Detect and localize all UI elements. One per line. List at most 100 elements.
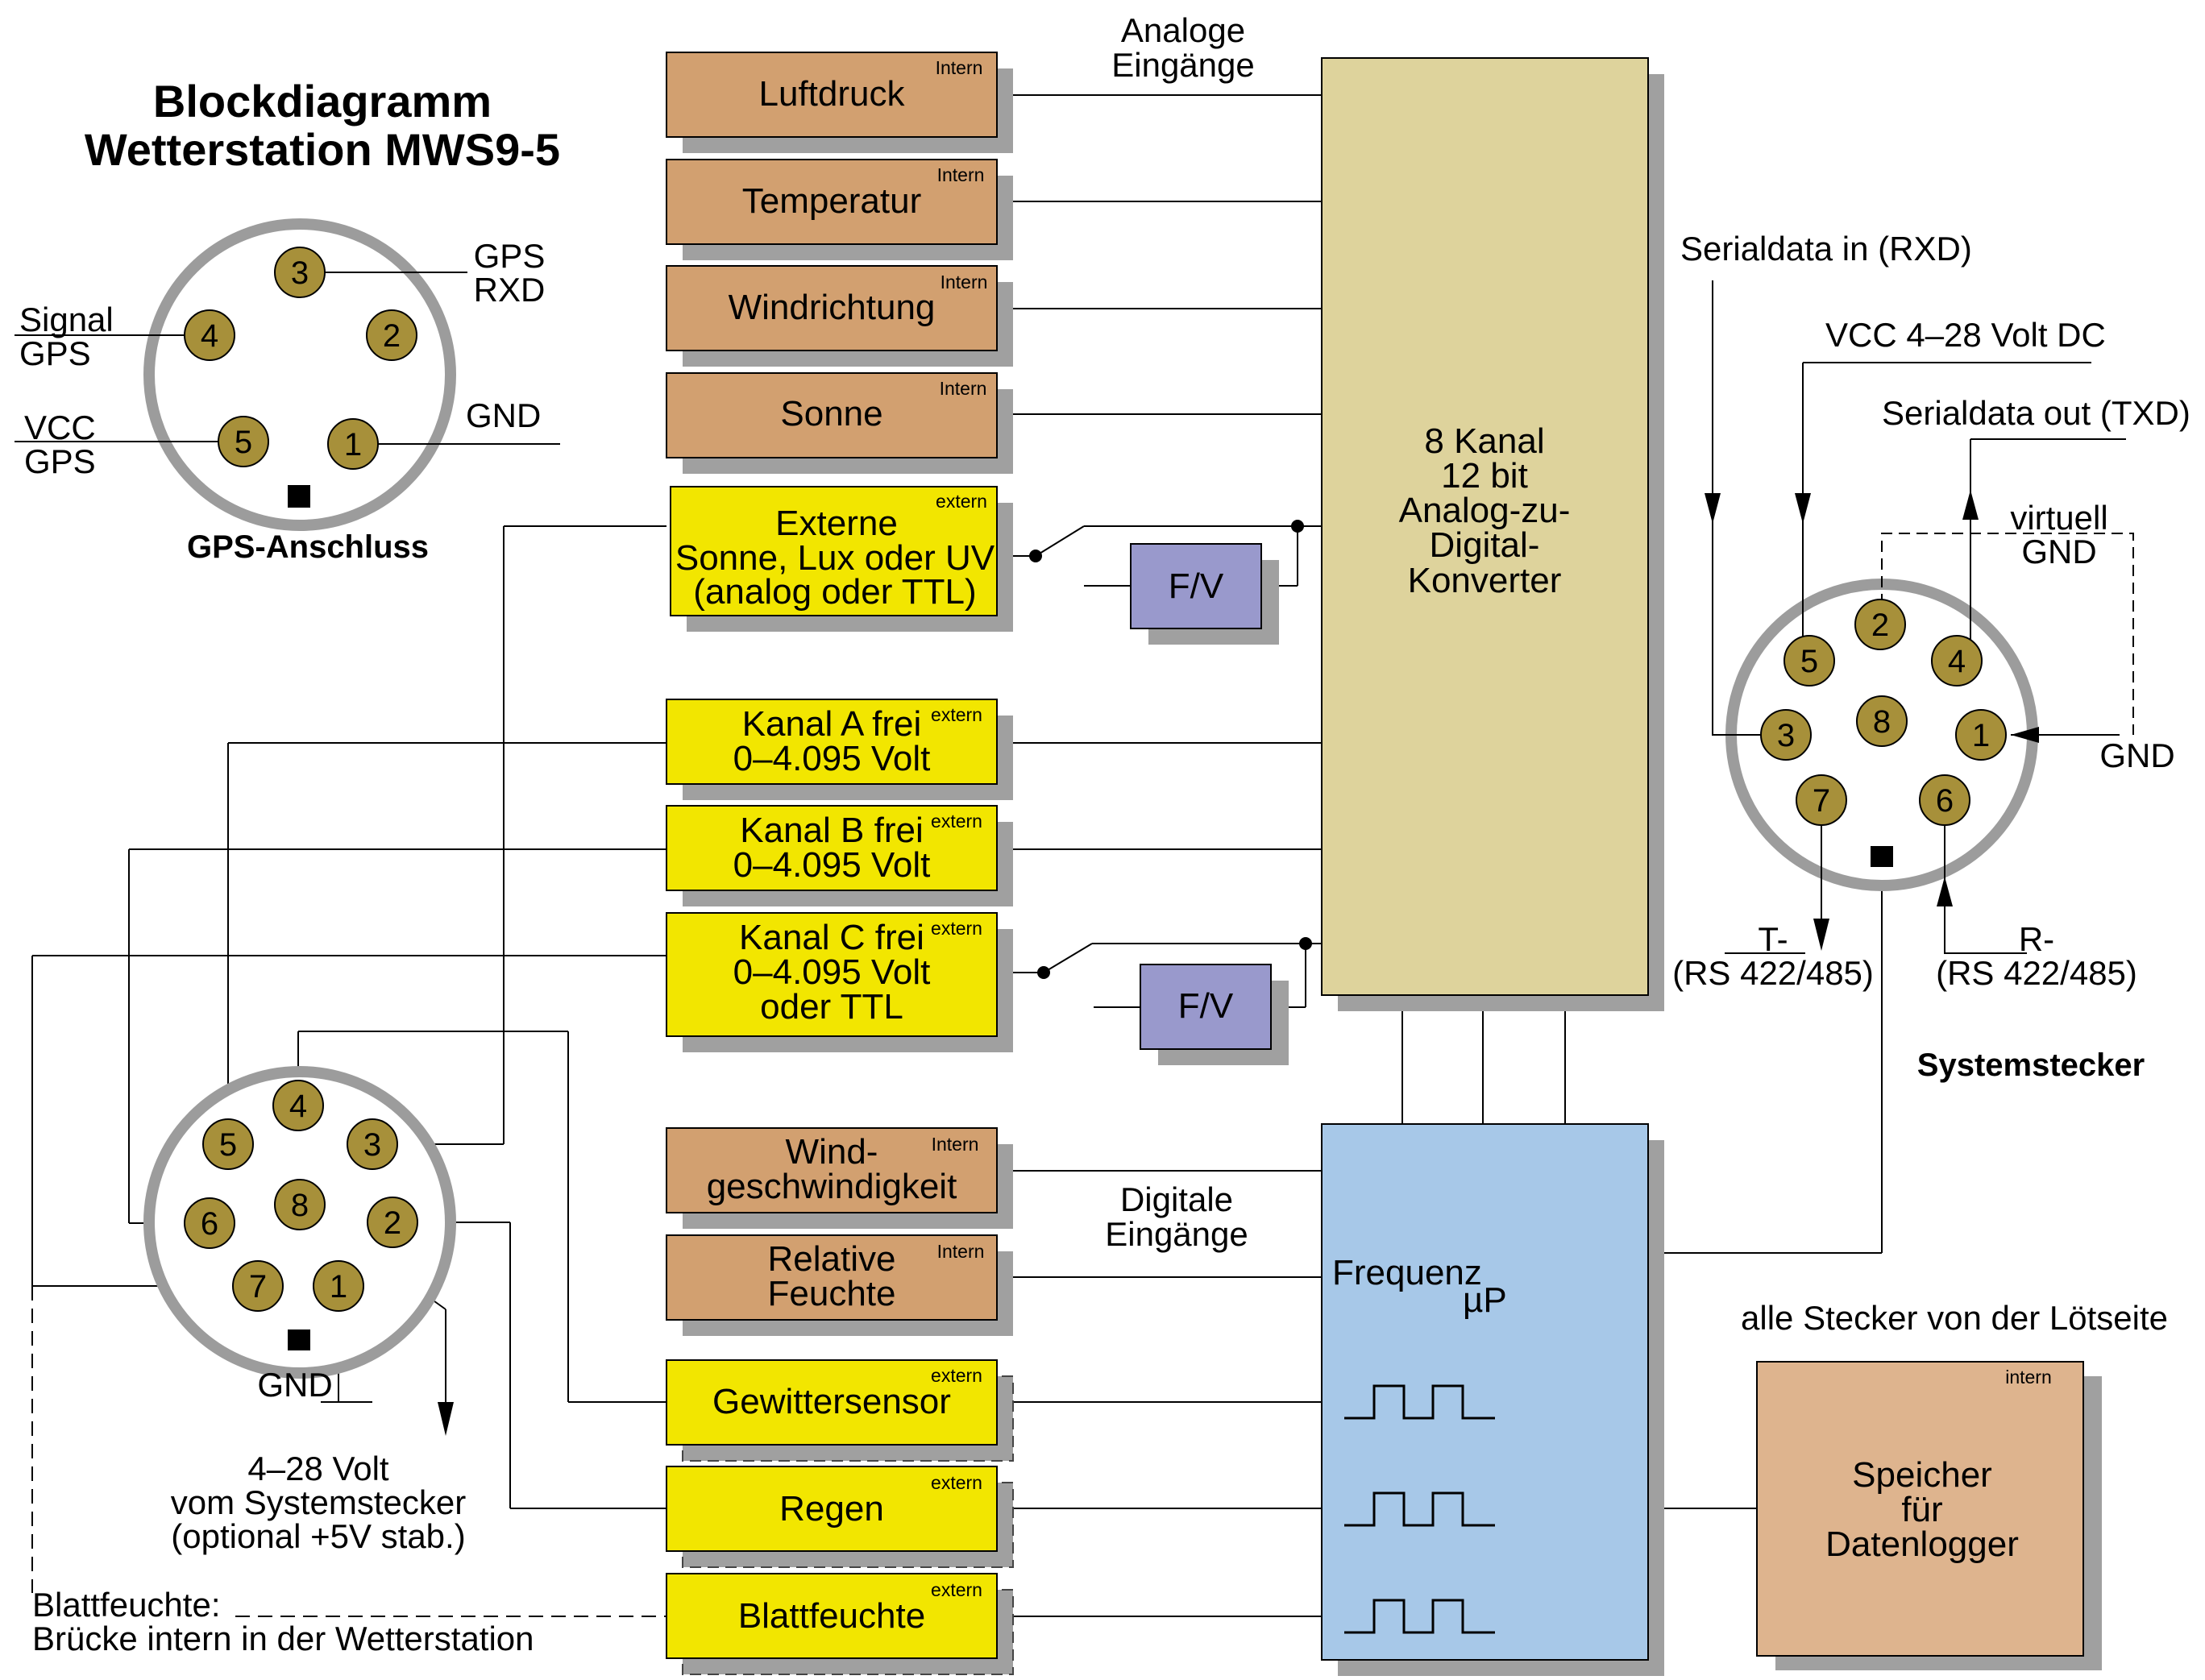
- virtual-gnd-label: GND: [2021, 533, 2096, 570]
- digital-inputs-label: Digitale: [1120, 1180, 1233, 1218]
- digital-wires: [997, 877, 1883, 1617]
- gps-pin: 5: [218, 416, 269, 467]
- svg-text:Kanal B frei: Kanal B frei: [740, 811, 923, 850]
- t-minus-label: (RS 422/485): [1672, 954, 1874, 992]
- svg-text:5: 5: [219, 1127, 237, 1163]
- sensor-pin: 5: [202, 1118, 254, 1170]
- sensor-pin: 3: [347, 1118, 398, 1170]
- system-pin: 3: [1760, 709, 1812, 761]
- sensor-pin: 8: [274, 1179, 326, 1230]
- svg-text:Datenlogger: Datenlogger: [1825, 1524, 2019, 1564]
- adc-block: 8 Kanal 12 bit Analog-zu- Digital- Konve…: [1321, 57, 1664, 1011]
- gps-signal-label: Signal: [19, 301, 114, 338]
- svg-text:Frequenz: Frequenz: [1332, 1253, 1482, 1292]
- svg-text:extern: extern: [931, 1579, 982, 1600]
- svg-text:1: 1: [1972, 718, 1990, 753]
- gps-rxd-label: GPS: [474, 237, 546, 275]
- title-line1: Blockdiagramm: [153, 76, 492, 127]
- svg-text:Kanal C frei: Kanal C frei: [739, 918, 924, 957]
- sensor-pin: 7: [232, 1260, 284, 1312]
- leaf-note: Blattfeuchte:: [32, 1586, 220, 1624]
- virtual-gnd-label: virtuell: [2010, 499, 2107, 537]
- svg-text:Digital-: Digital-: [1430, 525, 1540, 565]
- svg-text:für: für: [1901, 1490, 1942, 1529]
- svg-text:3: 3: [291, 255, 309, 291]
- svg-text:0–4.095 Volt: 0–4.095 Volt: [733, 845, 931, 885]
- svg-text:Gewittersensor: Gewittersensor: [712, 1382, 951, 1421]
- system-caption: Systemstecker: [1917, 1047, 2145, 1083]
- analog-wires: [997, 94, 1322, 1008]
- svg-text:0–4.095 Volt: 0–4.095 Volt: [733, 739, 931, 778]
- svg-text:3: 3: [1777, 718, 1795, 753]
- system-pin: 2: [1854, 599, 1906, 650]
- analog-sensor-block-sonne: Sonne Intern: [666, 372, 1013, 474]
- r-minus-label: R-: [2019, 920, 2054, 958]
- gps-vcc-label: GPS: [24, 442, 96, 480]
- svg-text:Intern: Intern: [937, 164, 985, 185]
- svg-text:4: 4: [289, 1089, 307, 1124]
- svg-text:Intern: Intern: [940, 378, 987, 399]
- digital-inputs-label: Eingänge: [1105, 1215, 1248, 1253]
- gps-signal-label: GPS: [19, 334, 91, 372]
- analog-inputs-label: Analoge: [1121, 11, 1245, 49]
- fv-converter: F/V: [1140, 964, 1289, 1065]
- svg-text:Temperatur: Temperatur: [742, 181, 922, 221]
- system-connector: 2 5 4 3 8 1 7 6 Serialdata in (RXD) VCC …: [1672, 230, 2190, 1083]
- supply-note: 4–28 Volt: [247, 1450, 388, 1487]
- svg-text:Luftdruck: Luftdruck: [759, 74, 906, 114]
- analog-sensor-block-externe-sonne: Externe Sonne, Lux oder UV (analog oder …: [670, 486, 1013, 632]
- gps-pin: 3: [274, 247, 326, 298]
- vcc-label: VCC 4–28 Volt DC: [1825, 316, 2106, 354]
- svg-text:Intern: Intern: [932, 1134, 979, 1155]
- analog-inputs-label: Eingänge: [1111, 46, 1255, 84]
- svg-text:1: 1: [344, 427, 362, 463]
- svg-text:(analog oder TTL): (analog oder TTL): [693, 572, 976, 612]
- svg-text:Kanal A frei: Kanal A frei: [742, 704, 922, 744]
- gps-connector: 3 4 2 5 1 GPS RXD Signal GPS VCC GPS GND…: [15, 218, 560, 565]
- supply-note: vom Systemstecker: [171, 1483, 466, 1521]
- gps-pin: 2: [366, 309, 417, 361]
- svg-text:Analog-zu-: Analog-zu-: [1399, 491, 1571, 530]
- serial-in-label: Serialdata in (RXD): [1680, 230, 1972, 268]
- svg-text:2: 2: [384, 1205, 401, 1241]
- system-pin: 5: [1784, 635, 1835, 687]
- svg-text:extern: extern: [931, 704, 982, 725]
- t-minus-label: T-: [1758, 920, 1788, 958]
- frequency-up-block: Frequenz µP: [1321, 1123, 1664, 1676]
- system-pin: 6: [1919, 774, 1970, 826]
- system-pin: 8: [1856, 695, 1908, 747]
- svg-text:8 Kanal: 8 Kanal: [1424, 421, 1544, 461]
- svg-text:Regen: Regen: [779, 1489, 884, 1529]
- svg-text:1: 1: [330, 1269, 347, 1305]
- sensor-gnd-label: GND: [257, 1366, 332, 1404]
- gps-vcc-label: VCC: [24, 409, 96, 446]
- svg-text:Intern: Intern: [941, 272, 988, 292]
- digital-sensor-block-regen: Regen extern: [666, 1466, 1014, 1568]
- sensor-connector: 4 5 3 6 8 2 7 1 GND: [143, 1066, 456, 1404]
- svg-text:Blattfeuchte: Blattfeuchte: [738, 1596, 925, 1636]
- system-pin: 4: [1931, 635, 1983, 687]
- analog-sensor-block-kanal-a: Kanal A frei 0–4.095 Volt extern: [666, 699, 1013, 800]
- r-minus-label: (RS 422/485): [1936, 954, 2137, 992]
- all-plugs-note: alle Stecker von der Lötseite: [1741, 1299, 2168, 1337]
- svg-text:4: 4: [1948, 644, 1966, 679]
- svg-text:F/V: F/V: [1169, 566, 1224, 606]
- svg-text:Wind-: Wind-: [786, 1132, 878, 1172]
- svg-text:2: 2: [1871, 608, 1889, 643]
- svg-text:Windrichtung: Windrichtung: [729, 288, 936, 327]
- svg-text:Intern: Intern: [936, 57, 983, 78]
- analog-sensor-block-kanal-c: Kanal C frei 0–4.095 Volt oder TTL exter…: [666, 912, 1013, 1052]
- digital-sensor-block-gewittersensor: Gewittersensor extern: [666, 1359, 1014, 1462]
- svg-text:extern: extern: [931, 918, 982, 939]
- svg-text:Feuchte: Feuchte: [768, 1274, 896, 1313]
- svg-text:Sonne, Lux oder UV: Sonne, Lux oder UV: [675, 538, 995, 578]
- svg-text:2: 2: [383, 318, 401, 354]
- gps-pin: 1: [327, 418, 379, 470]
- svg-text:µP: µP: [1463, 1280, 1507, 1320]
- svg-text:oder TTL: oder TTL: [760, 987, 903, 1027]
- sensor-pin: 4: [272, 1080, 324, 1131]
- digital-sensor-block-blattfeuchte: Blattfeuchte extern: [666, 1573, 1014, 1675]
- analog-sensor-block-windrichtung: Windrichtung Intern: [666, 265, 1013, 367]
- system-gnd-label: GND: [2099, 736, 2174, 774]
